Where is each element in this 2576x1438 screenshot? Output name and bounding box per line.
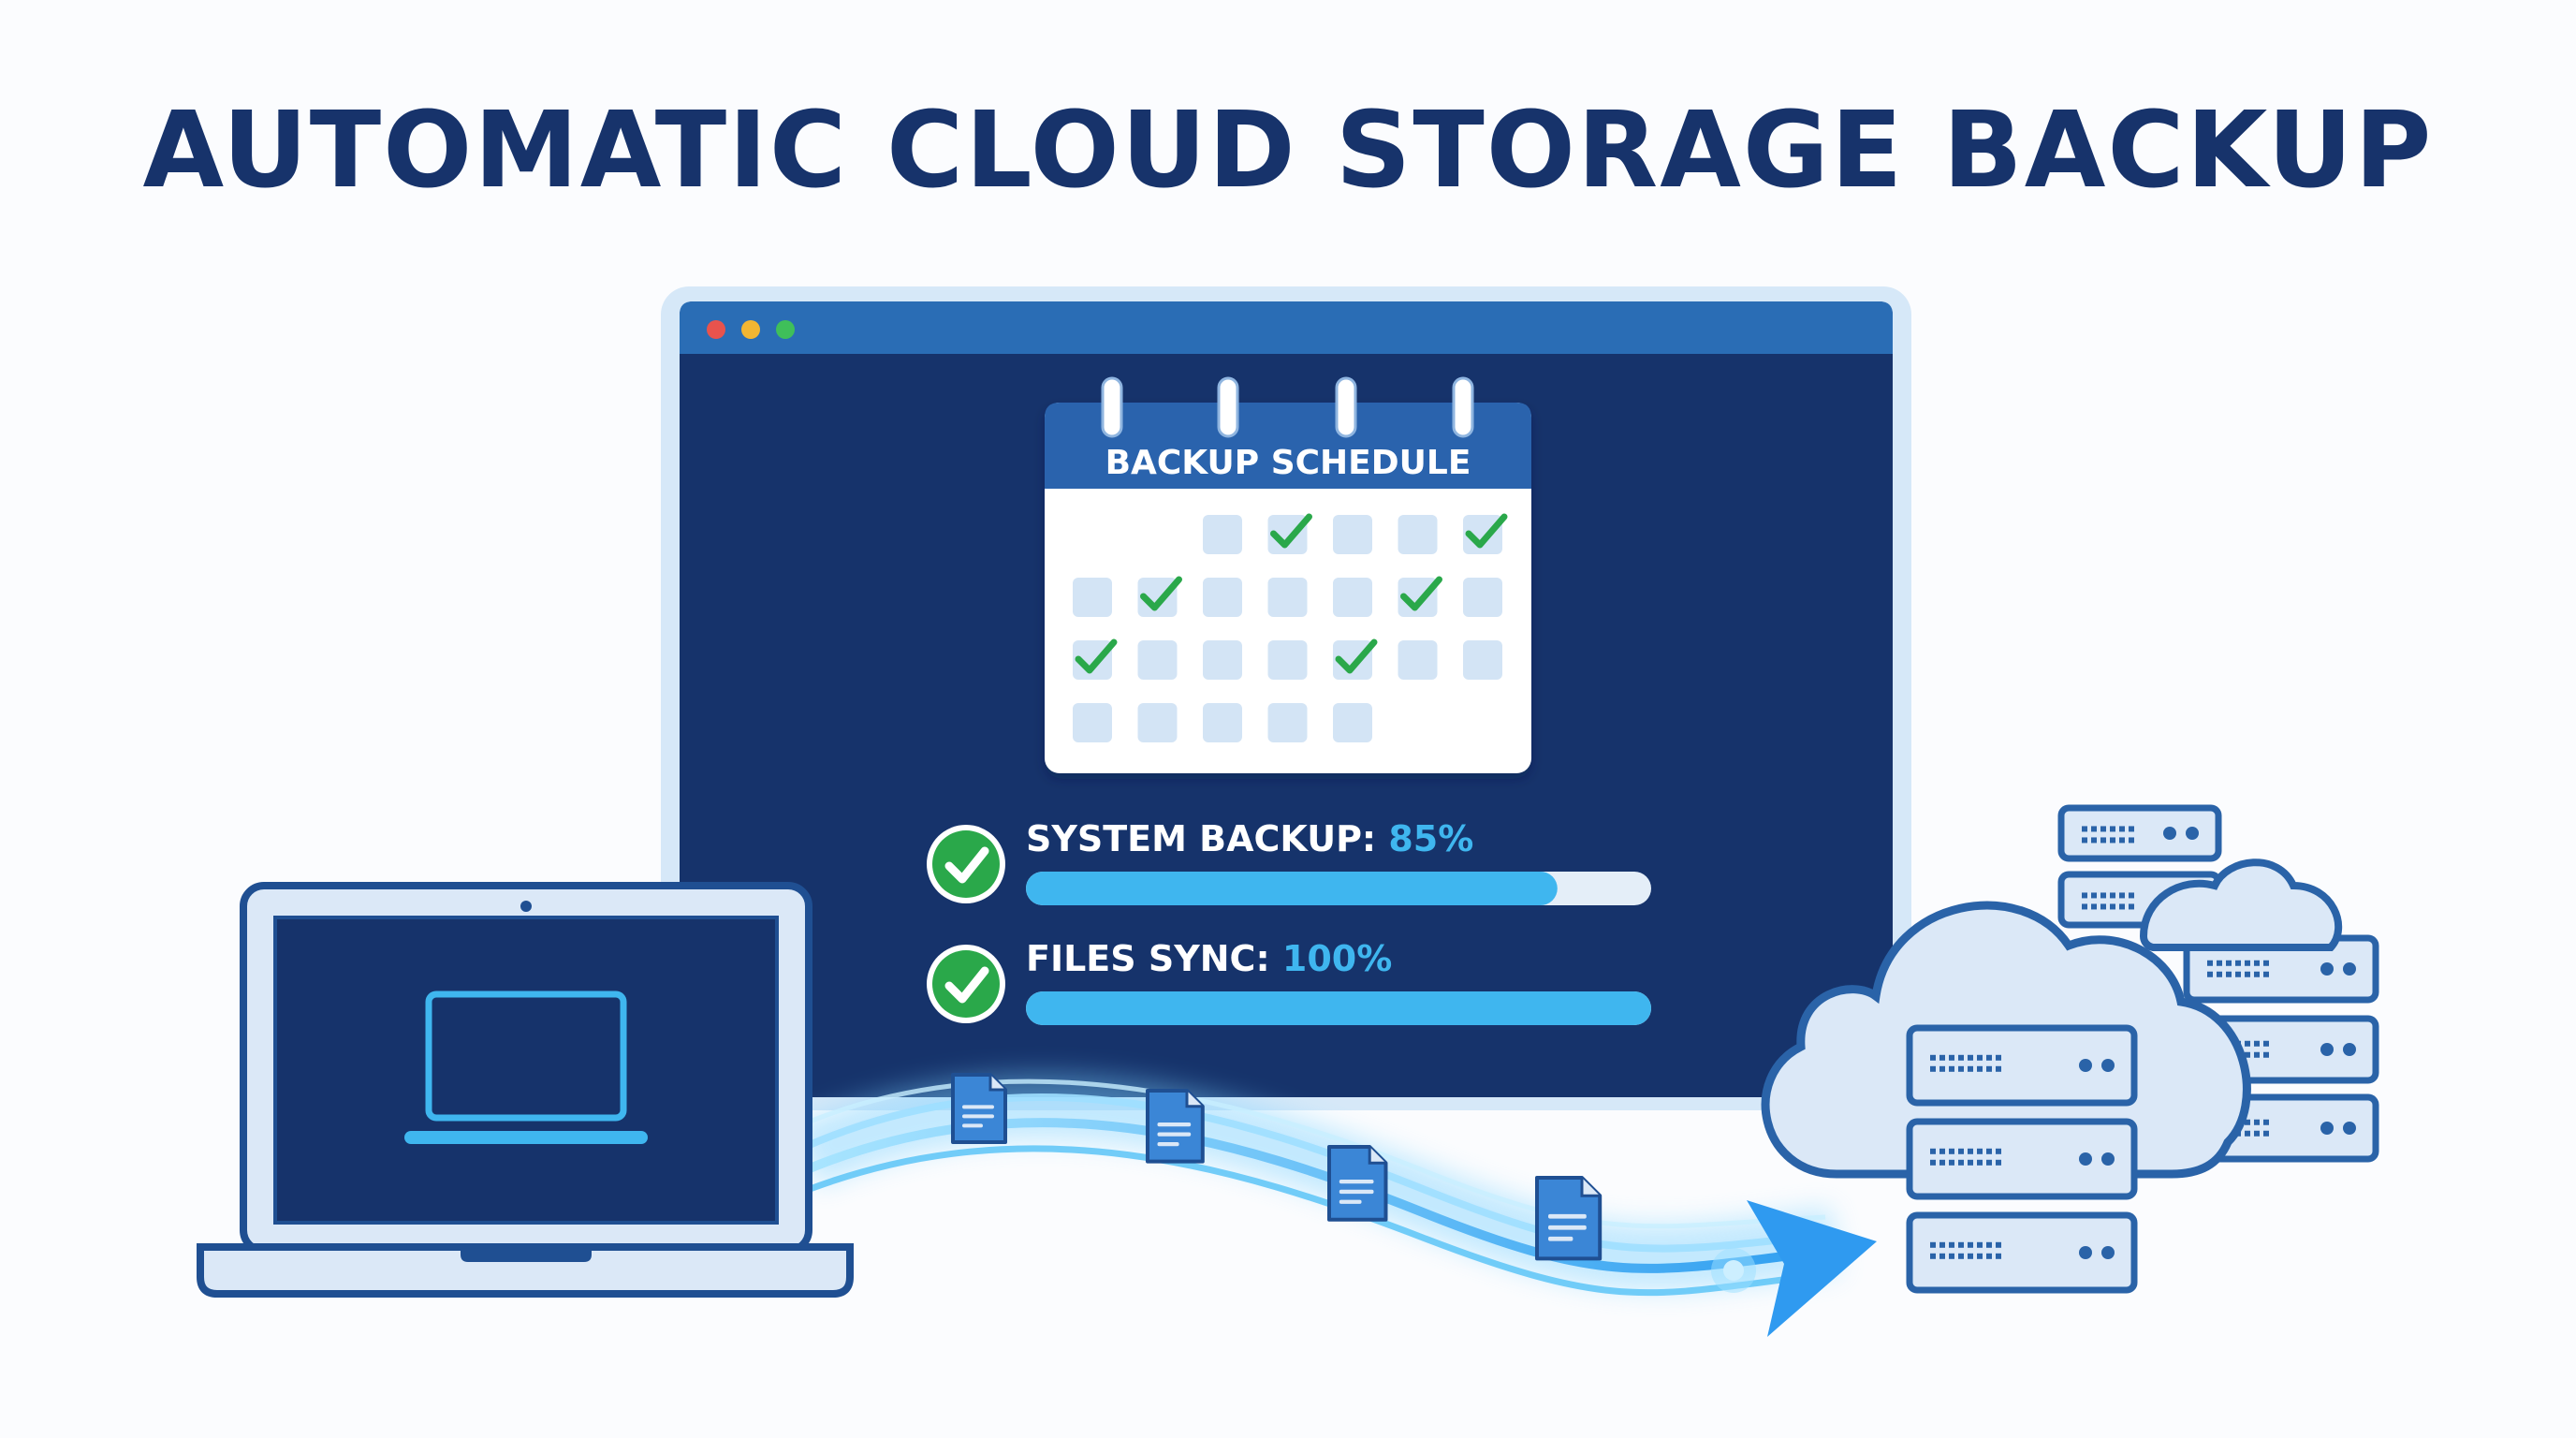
check-icon	[1465, 513, 1508, 549]
calendar-day[interactable]	[1267, 640, 1308, 680]
window-maximize-dot[interactable]	[776, 320, 795, 339]
server-rack-icon	[1906, 1211, 2138, 1294]
document-icon	[1535, 1176, 1603, 1261]
calendar-day[interactable]	[1333, 638, 1378, 680]
check-icon	[1140, 576, 1182, 611]
calendar-day[interactable]	[1137, 640, 1178, 680]
calendar-day[interactable]	[1463, 640, 1502, 680]
document-icon	[951, 1073, 1007, 1144]
laptop-camera	[520, 901, 532, 912]
small-laptop-icon	[404, 990, 648, 1144]
calendar-day[interactable]	[1267, 703, 1308, 742]
calendar-grid	[1073, 513, 1508, 742]
cloud-servers	[1761, 804, 2379, 1294]
laptop-screen	[273, 916, 779, 1225]
calendar-title: BACKUP SCHEDULE	[1105, 444, 1471, 482]
progress-label: FILES SYNC: 100%	[1026, 938, 1392, 979]
window-titlebar	[680, 301, 1893, 354]
calendar-day[interactable]	[1333, 515, 1372, 554]
calendar-day[interactable]	[1333, 703, 1372, 742]
check-circle-icon	[927, 825, 1005, 903]
page-title: AUTOMATIC CLOUD STORAGE BACKUP	[142, 90, 2434, 212]
progress-row: SYSTEM BACKUP: 85%	[927, 818, 1651, 905]
calendar-day[interactable]	[1398, 640, 1438, 680]
server-rack-icon	[1906, 1024, 2138, 1107]
window-minimize-dot[interactable]	[741, 320, 760, 339]
calendar-day[interactable]	[1333, 578, 1372, 617]
file-documents	[951, 1073, 1603, 1261]
calendar-header	[1045, 403, 1531, 489]
calendar-day[interactable]	[1203, 578, 1242, 617]
calendar-day[interactable]	[1203, 640, 1242, 680]
calendar-day[interactable]	[1398, 515, 1438, 554]
progress-value: 100%	[1282, 938, 1392, 979]
server-rack-icon	[2057, 804, 2222, 862]
calendar-day[interactable]	[1073, 578, 1112, 617]
check-icon	[1400, 576, 1442, 611]
calendar-day[interactable]	[1267, 578, 1308, 617]
check-icon	[1075, 638, 1118, 674]
server-stack-front	[1906, 1024, 2138, 1294]
calendar-day[interactable]	[1137, 703, 1178, 742]
progress-fill	[1026, 872, 1558, 905]
document-icon	[1327, 1145, 1388, 1222]
progress-label: SYSTEM BACKUP: 85%	[1026, 818, 1473, 859]
progress-fill	[1026, 991, 1651, 1025]
calendar-day[interactable]	[1398, 576, 1442, 617]
document-icon	[1146, 1089, 1205, 1164]
laptop-icon	[197, 882, 854, 1298]
check-circle-icon	[927, 945, 1005, 1023]
calendar-day[interactable]	[1267, 513, 1312, 554]
check-icon	[1270, 513, 1312, 549]
progress-area: SYSTEM BACKUP: 85% FILES SYNC: 100%	[927, 818, 1651, 1025]
window-close-dot[interactable]	[707, 320, 725, 339]
calendar-day[interactable]	[1203, 703, 1242, 742]
calendar-day[interactable]	[1137, 576, 1182, 617]
server-rack-icon	[1906, 1118, 2138, 1200]
calendar-day[interactable]	[1073, 703, 1112, 742]
stream-arrowhead-icon	[1747, 1200, 1877, 1337]
check-icon	[1335, 638, 1378, 674]
progress-row: FILES SYNC: 100%	[927, 938, 1651, 1025]
calendar-day[interactable]	[1203, 515, 1242, 554]
calendar-day[interactable]	[1463, 578, 1502, 617]
calendar-day[interactable]	[1463, 513, 1508, 554]
laptop-base	[197, 1243, 854, 1298]
small-cloud-icon	[2139, 858, 2343, 951]
calendar-day[interactable]	[1073, 638, 1118, 680]
calendar-rings	[1101, 376, 1474, 438]
progress-value: 85%	[1388, 818, 1473, 859]
